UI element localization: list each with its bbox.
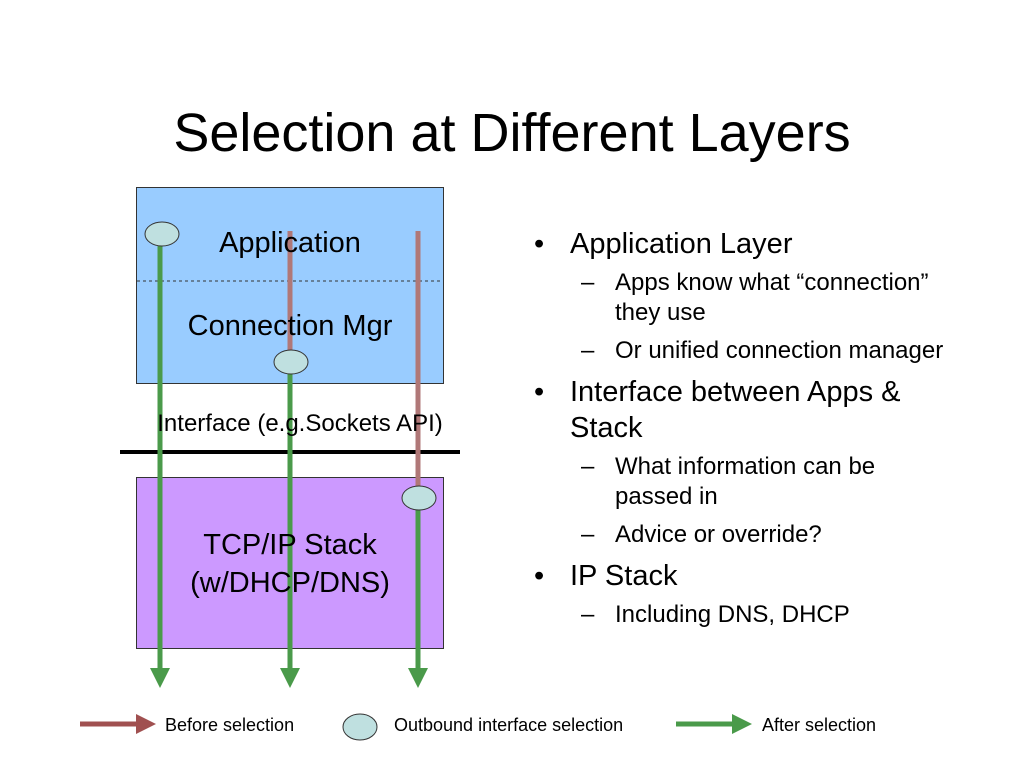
bullet-item: • IP Stack – Including DNS, DHCP: [530, 558, 950, 630]
bullet-marker: •: [534, 376, 545, 408]
application-label: Application: [219, 227, 361, 259]
sub-bullet-item: – Advice or override?: [570, 520, 950, 550]
sub-bullet-list: – Including DNS, DHCP: [570, 600, 950, 630]
sub-bullet-text: Or unified connection manager: [615, 337, 944, 364]
legend-after-label: After selection: [762, 715, 877, 735]
bullet-item: • Interface between Apps & Stack – What …: [530, 374, 950, 550]
sub-bullet-text: What information can be passed in: [615, 453, 876, 510]
slide-title: Selection at Different Layers: [173, 103, 851, 163]
sub-bullet-text: Advice or override?: [615, 521, 822, 548]
interface-label: Interface (e.g.Sockets API): [157, 410, 443, 437]
bullet-text: Interface between Apps & Stack: [570, 376, 901, 444]
connection-mgr-label: Connection Mgr: [187, 310, 393, 342]
sub-bullet-text: Apps know what “connection” they use: [615, 269, 929, 326]
bullet-item: • Application Layer – Apps know what “co…: [530, 226, 950, 366]
sub-bullet-marker: –: [581, 521, 595, 548]
sub-bullet-marker: –: [581, 269, 595, 296]
tcpip-stack-label-line1: TCP/IP Stack: [203, 529, 377, 561]
application-layer-box: [136, 187, 444, 384]
sub-bullet-marker: –: [581, 601, 595, 628]
bullet-text: Application Layer: [570, 228, 793, 260]
sub-bullet-marker: –: [581, 453, 595, 480]
tcpip-stack-label-line2: (w/DHCP/DNS): [190, 567, 390, 599]
sub-bullet-text: Including DNS, DHCP: [615, 601, 850, 628]
sub-bullet-marker: –: [581, 337, 595, 364]
sub-bullet-item: – Or unified connection manager: [570, 336, 950, 366]
bullet-text: IP Stack: [570, 560, 678, 592]
sub-bullet-item: – Including DNS, DHCP: [570, 600, 950, 630]
bullet-list: • Application Layer – Apps know what “co…: [530, 226, 950, 638]
legend-outbound-label: Outbound interface selection: [394, 715, 624, 735]
sub-bullet-list: – What information can be passed in – Ad…: [570, 452, 950, 550]
legend-outbound-ellipse: [342, 713, 378, 741]
sub-bullet-item: – What information can be passed in: [570, 452, 950, 512]
legend-before-label: Before selection: [165, 715, 295, 735]
bullet-marker: •: [534, 228, 545, 260]
sub-bullet-list: – Apps know what “connection” they use –…: [570, 268, 950, 366]
sub-bullet-item: – Apps know what “connection” they use: [570, 268, 950, 328]
bullet-marker: •: [534, 560, 545, 592]
tcpip-stack-label: TCP/IP Stack (w/DHCP/DNS): [136, 526, 444, 602]
